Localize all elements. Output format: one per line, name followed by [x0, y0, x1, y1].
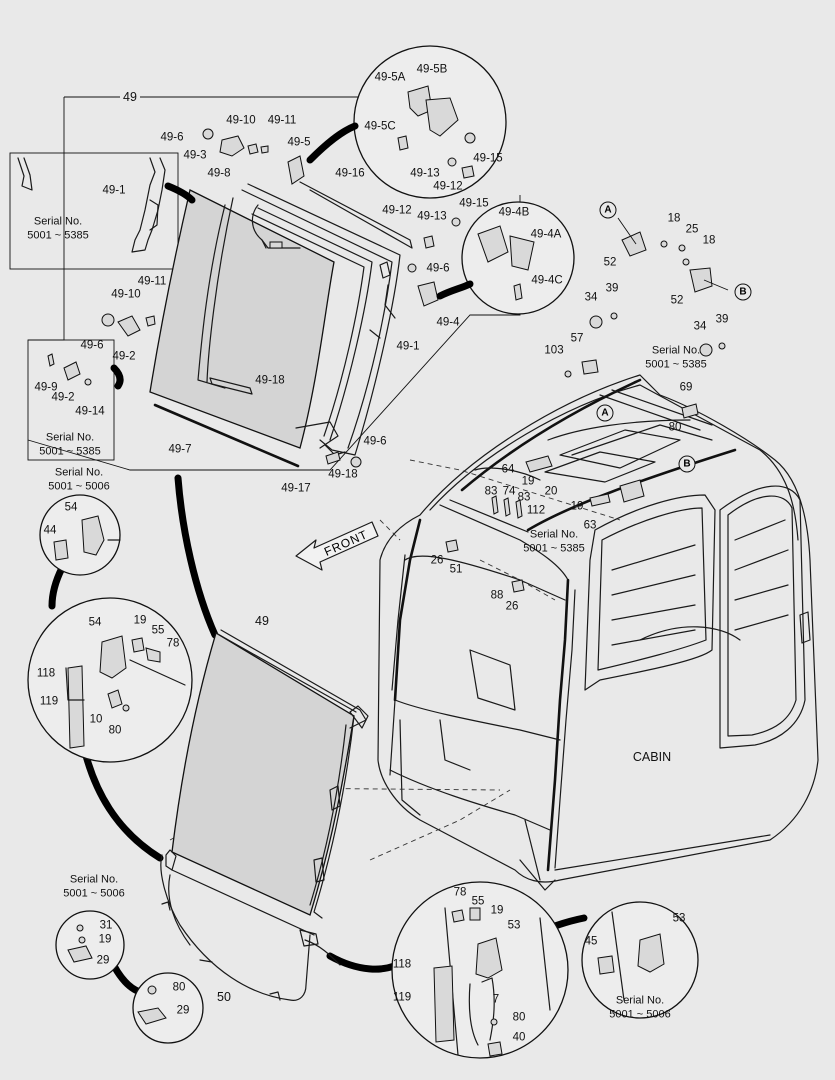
- detail-lock-left-main: [27, 597, 193, 763]
- detail-lock-left-top: [39, 494, 121, 576]
- ref-marker-b-roof: B: [678, 455, 696, 473]
- detail-handle-bottom: [132, 972, 204, 1044]
- front-arrow: [295, 521, 379, 571]
- ref-marker-a-roof: A: [596, 404, 614, 422]
- detail-circle-49-4: [461, 201, 575, 315]
- detail-lock-bottom-main: [391, 881, 569, 1059]
- handle-detail: [17, 157, 166, 253]
- door-glass: [160, 629, 369, 1001]
- detail-latch-left: [55, 910, 125, 980]
- cabin-body: [377, 374, 819, 891]
- detail-circle-49-5: [353, 45, 507, 199]
- ref-marker-b-top: B: [734, 283, 752, 301]
- ref-marker-a-top: A: [599, 201, 617, 219]
- roof-fittings: [445, 217, 729, 593]
- upper-glass-assembly: [149, 181, 413, 468]
- detail-lock-bottom-right: [581, 901, 699, 1019]
